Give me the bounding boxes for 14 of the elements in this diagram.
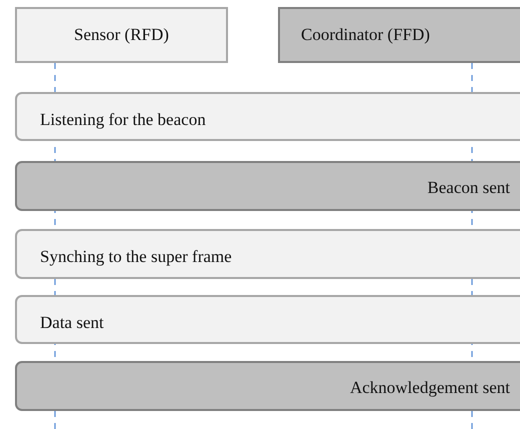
activity-bar [15, 161, 520, 211]
activity-bar [15, 295, 520, 344]
message-text: Acknowledgement sent [350, 378, 510, 398]
message-text: Data sent [40, 312, 104, 332]
participant-name: Sensor (RFD) [74, 25, 169, 45]
activity-bar [15, 361, 520, 411]
lifeline-header [278, 7, 520, 63]
message-text: Synching to the super frame [40, 247, 232, 267]
activity-bar [15, 229, 520, 279]
lifeline-header [15, 7, 228, 63]
participant-name: Coordinator (FFD) [301, 25, 430, 45]
message-text: Beacon sent [427, 178, 510, 198]
activity-bar [15, 92, 520, 141]
message-text: Listening for the beacon [40, 110, 206, 130]
